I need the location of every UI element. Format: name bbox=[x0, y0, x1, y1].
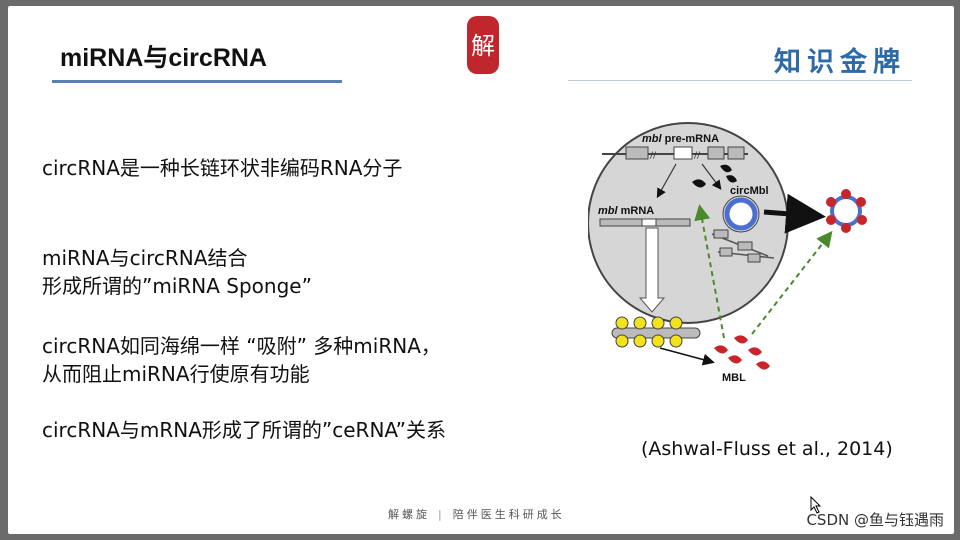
svg-text://: // bbox=[650, 151, 657, 161]
footer: 解螺旋 | 陪伴医生科研成长 bbox=[388, 506, 565, 522]
feedback-arrow-1 bbox=[694, 204, 725, 339]
splicing-factor-shapes bbox=[692, 164, 737, 188]
svg-text://: // bbox=[694, 151, 701, 161]
feedback-arrow-2 bbox=[751, 230, 833, 335]
bullet-2-line-2: 形成所谓的”miRNA Sponge” bbox=[42, 274, 312, 298]
circ-label: circMbl bbox=[730, 185, 769, 197]
mbl-proteins bbox=[714, 335, 770, 370]
seal-logo: 解 bbox=[467, 16, 499, 74]
bullet-3: circRNA如同海绵一样 “吸附” 多种miRNA， 从而阻止miRNA行使原… bbox=[42, 332, 441, 388]
citation: (Ashwal-Fluss et al., 2014) bbox=[641, 438, 893, 460]
csdn-watermark: CSDN @鱼与钰遇雨 bbox=[806, 511, 944, 529]
mirna-sponge bbox=[826, 189, 867, 233]
footer-right: 陪伴医生科研成长 bbox=[452, 508, 565, 521]
bullet-3-line-1: circRNA如同海绵一样 “吸附” 多种miRNA， bbox=[42, 334, 441, 358]
mrna-label: mbl mRNA bbox=[598, 205, 654, 217]
mrna-label-italic: mbl bbox=[598, 205, 619, 217]
title-underline bbox=[52, 80, 342, 83]
ribosome-beads bbox=[611, 316, 701, 348]
bullet-4: circRNA与mRNA形成了所谓的”ceRNA”关系 bbox=[42, 416, 446, 444]
bullet-1: circRNA是一种长链环状非编码RNA分子 bbox=[42, 154, 402, 182]
pre-mrna-label-italic: mbl bbox=[642, 133, 663, 145]
mature-mrna bbox=[599, 218, 691, 227]
mbl-label: MBL bbox=[722, 372, 746, 384]
bullet-3-line-2: 从而阻止miRNA行使原有功能 bbox=[42, 362, 310, 386]
fragment-genes bbox=[711, 229, 775, 263]
bullet-4-line-1: circRNA与mRNA形成了所谓的”ceRNA”关系 bbox=[42, 418, 446, 442]
arrow-to-mrna bbox=[656, 163, 677, 199]
bullet-2: miRNA与circRNA结合 形成所谓的”miRNA Sponge” bbox=[42, 244, 312, 300]
pre-mrna-label: mbl pre-mRNA bbox=[642, 133, 719, 145]
slide: miRNA与circRNA 解 知识金牌 circRNA是一种长链环状非编码RN… bbox=[8, 6, 954, 534]
pre-mrna-gene: // // bbox=[602, 146, 748, 161]
mrna-label-rest: mRNA bbox=[618, 205, 655, 217]
mouse-cursor-icon bbox=[810, 496, 822, 514]
header-divider bbox=[568, 80, 912, 81]
slide-title: miRNA与circRNA bbox=[60, 44, 267, 72]
arrow-to-mbl bbox=[659, 347, 715, 366]
circrna-sponge-diagram: // // mbl pre-mRNA mbl mRNA circMbl bbox=[588, 122, 867, 384]
circmbl-ring bbox=[724, 197, 758, 231]
footer-separator: | bbox=[438, 508, 445, 521]
arrow-to-sponge bbox=[763, 193, 826, 234]
seal-char: 解 bbox=[471, 32, 495, 60]
arrow-to-circ bbox=[701, 163, 722, 190]
pre-mrna-label-rest: pre-mRNA bbox=[662, 133, 720, 145]
bullet-2-line-1: miRNA与circRNA结合 bbox=[42, 246, 248, 270]
brand-badge: 知识金牌 bbox=[774, 47, 906, 78]
bullet-1-line-1: circRNA是一种长链环状非编码RNA分子 bbox=[42, 156, 403, 180]
footer-left: 解螺旋 bbox=[388, 508, 430, 521]
